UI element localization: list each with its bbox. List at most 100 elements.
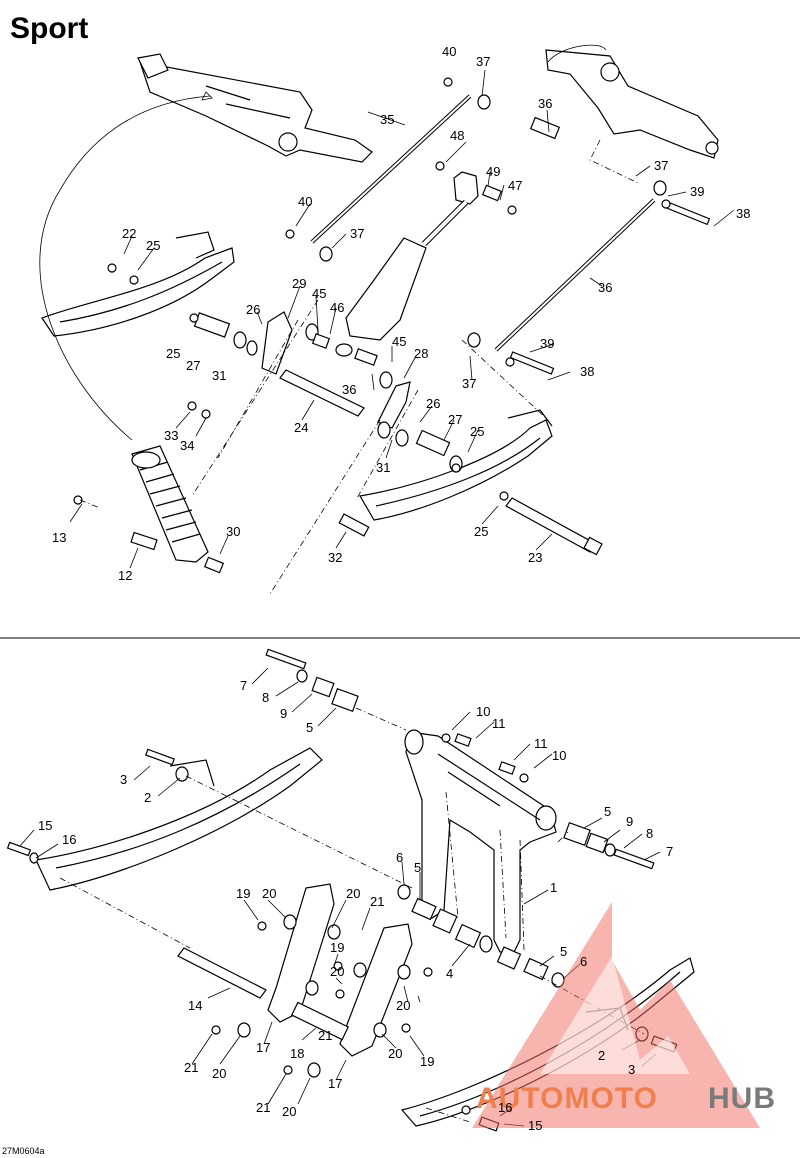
callout: 38 (580, 364, 594, 379)
callout: 38 (736, 206, 750, 221)
callout: 40 (442, 44, 456, 59)
callout: 9 (626, 814, 633, 829)
callout: 15 (38, 818, 52, 833)
callout: 19 (330, 940, 344, 955)
coil-shock (131, 445, 209, 563)
callout: 36 (342, 382, 356, 397)
callout: 47 (508, 178, 522, 193)
callout: 27 (186, 358, 200, 373)
callout: 16 (62, 832, 76, 847)
callout: 22 (122, 226, 136, 241)
callout: 31 (376, 460, 390, 475)
callout: 12 (118, 568, 132, 583)
callout: 8 (646, 826, 653, 841)
callout: 20 (396, 998, 410, 1013)
callout: 34 (180, 438, 194, 453)
callout: 6 (580, 954, 587, 969)
callout: 21 (370, 894, 384, 909)
logo-triangle-inner (540, 956, 690, 1074)
curved-arrow-left (39, 95, 211, 441)
callout: 20 (346, 886, 360, 901)
callout: 45 (392, 334, 406, 349)
callout: 40 (298, 194, 312, 209)
callout: 15 (528, 1118, 542, 1133)
callout: 19 (236, 886, 250, 901)
callout: 21 (318, 1028, 332, 1043)
callout: 25 (474, 524, 488, 539)
callout: 25 (166, 346, 180, 361)
callout: 20 (282, 1104, 296, 1119)
callout: 17 (256, 1040, 270, 1055)
callout: 31 (212, 368, 226, 383)
rail-left-lower (35, 747, 323, 891)
logo-brand-part1: AUTOMOTO (476, 1082, 658, 1115)
rail-right-lower (400, 957, 695, 1127)
rail-right-upper (359, 419, 553, 521)
damper-upper (335, 171, 479, 357)
callout: 10 (552, 748, 566, 763)
callout: 32 (328, 550, 342, 565)
callout: 17 (328, 1076, 342, 1091)
link-26-upper (261, 311, 293, 375)
callout: 26 (426, 396, 440, 411)
callout: 49 (486, 164, 500, 179)
lower-callouts: 7 8 9 5 10 11 11 10 3 2 5 9 8 7 15 16 6 … (38, 678, 673, 1133)
logo-brand-part2: HUB (708, 1082, 776, 1115)
callout: 3 (628, 1062, 635, 1077)
callout: 28 (414, 346, 428, 361)
callout: 33 (164, 428, 178, 443)
upper-assembly (39, 44, 735, 595)
callout: 26 (246, 302, 260, 317)
drawing-code: 27M0604a (2, 1146, 45, 1156)
callout: 27 (448, 412, 462, 427)
callout: 37 (350, 226, 364, 241)
callout: 36 (538, 96, 552, 111)
link-28 (377, 381, 411, 429)
shaft-23 (505, 497, 597, 553)
callout: 30 (226, 524, 240, 539)
callout: 11 (492, 716, 506, 731)
callout: 45 (312, 286, 326, 301)
callout: 20 (330, 964, 344, 979)
callout: 25 (470, 424, 484, 439)
callout: 48 (450, 128, 464, 143)
automotohub-logo: AUTOMOTO HUB (472, 902, 776, 1128)
callout: 24 (294, 420, 308, 435)
callout: 18 (290, 1046, 304, 1061)
callout: 5 (604, 804, 611, 819)
shaft-14 (177, 947, 267, 999)
callout: 1 (550, 880, 557, 895)
callout: 8 (262, 690, 269, 705)
callout: 20 (212, 1066, 226, 1081)
callout: 20 (388, 1046, 402, 1061)
callout: 5 (306, 720, 313, 735)
callout: 9 (280, 706, 287, 721)
callout: 36 (598, 280, 612, 295)
callout: 29 (292, 276, 306, 291)
callout: 7 (666, 844, 673, 859)
callout: 39 (690, 184, 704, 199)
callout: 10 (476, 704, 490, 719)
callout: 4 (446, 966, 453, 981)
rail-left-upper (41, 247, 235, 337)
spacer-18 (290, 1001, 350, 1041)
diagram-title: Sport (10, 12, 88, 45)
upper-callouts: 40 37 35 36 48 49 47 37 39 38 40 37 22 2… (52, 44, 750, 583)
callout: 23 (528, 550, 542, 565)
callout: 46 (330, 300, 344, 315)
callout: 6 (396, 850, 403, 865)
callout: 39 (540, 336, 554, 351)
callout: 20 (262, 886, 276, 901)
callout: 35 (380, 112, 394, 127)
callout: 21 (256, 1100, 270, 1115)
callout: 25 (146, 238, 160, 253)
front-arm-left (137, 53, 373, 163)
callout: 2 (598, 1048, 605, 1063)
callout: 14 (188, 998, 202, 1013)
callout: 37 (476, 54, 490, 69)
callout: 37 (462, 376, 476, 391)
callout: 11 (534, 736, 548, 751)
front-arm-right (545, 49, 719, 159)
callout: 37 (654, 158, 668, 173)
